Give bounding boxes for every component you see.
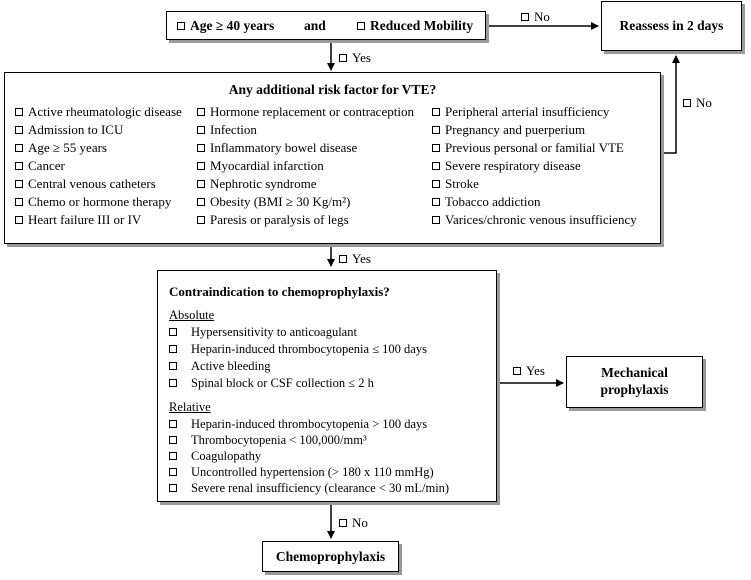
checkbox-icon [432,198,440,206]
yes-label-2: Yes [339,251,371,267]
checkbox-icon [432,126,440,134]
contra-title: Contraindication to chemoprophylaxis? [169,284,390,299]
checkbox-icon [15,108,23,116]
checkbox-icon [15,180,23,188]
checkbox-icon [197,162,205,170]
checkbox-icon [15,162,23,170]
checkbox-icon [169,468,177,476]
mechanical-prophylaxis-box: Mechanical prophylaxis [566,356,703,408]
risk-item: Admission to ICU [15,122,123,138]
risk-item: Hormone replacement or contraception [197,104,414,120]
risk-item: Central venous catheters [15,176,156,192]
no-label-bottom: No [339,515,368,531]
mechanical-line1: Mechanical [601,365,668,380]
chemoprophylaxis-box: Chemoprophylaxis [262,541,399,572]
checkbox-icon [169,379,177,387]
risk-item: Stroke [432,176,479,192]
checkbox-icon [197,108,205,116]
checkbox-icon [432,144,440,152]
checkbox-icon [169,436,177,444]
risk-item: Nephrotic syndrome [197,176,317,192]
yes-label-3: Yes [513,363,545,379]
checkbox-icon [197,144,205,152]
risk-item: Tobacco addiction [432,194,540,210]
contraindication-box: Contraindication to chemoprophylaxis? Ab… [157,270,497,502]
checkbox-icon [339,519,347,527]
checkbox-icon [169,452,177,460]
checkbox-icon [15,216,23,224]
checkbox-icon [521,13,529,21]
relative-heading: Relative [169,400,211,414]
checkbox-icon [432,216,440,224]
checkbox-icon [15,144,23,152]
risk-factor-box: Any additional risk factor for VTE? Acti… [4,72,661,244]
checkbox-icon [15,126,23,134]
risk-item: Myocardial infarction [197,158,324,174]
yes-label-1: Yes [339,50,371,66]
risk-item: Infection [197,122,257,138]
entry-criteria-box: Age ≥ 40 years and Reduced Mobility [166,11,486,40]
risk-item: Paresis or paralysis of legs [197,212,349,228]
risk-title: Any additional risk factor for VTE? [228,82,437,97]
risk-item: Severe respiratory disease [432,158,581,174]
absolute-item: Heparin-induced thrombocytopenia ≤ 100 d… [169,342,427,357]
relative-item: Uncontrolled hypertension (> 180 x 110 m… [169,465,434,480]
risk-item: Pregnancy and puerperium [432,122,585,138]
risk-item: Previous personal or familial VTE [432,140,624,156]
risk-item: Varices/chronic venous insufficiency [432,212,637,228]
no-label-right: No [683,95,712,111]
checkbox-icon [169,345,177,353]
risk-item: Heart failure III or IV [15,212,141,228]
checkbox-icon [177,22,185,30]
checkbox-icon [197,198,205,206]
risk-item: Active rheumatologic disease [15,104,182,120]
and-connector: and [304,18,326,33]
absolute-item: Active bleeding [169,359,271,374]
absolute-item: Spinal block or CSF collection ≤ 2 h [169,376,374,391]
mechanical-line2: prophylaxis [600,382,669,397]
absolute-item: Hypersensitivity to anticoagulant [169,325,357,340]
relative-item: Severe renal insufficiency (clearance < … [169,481,449,496]
risk-item: Inflammatory bowel disease [197,140,357,156]
checkbox-icon [513,367,521,375]
chemoprophylaxis-label: Chemoprophylaxis [275,549,386,564]
checkbox-icon [197,216,205,224]
checkbox-icon [357,22,365,30]
checkbox-icon [432,180,440,188]
reassess-label: Reassess in 2 days [619,18,724,33]
mobility-criterion: Reduced Mobility [357,18,473,34]
checkbox-icon [197,126,205,134]
checkbox-icon [432,162,440,170]
checkbox-icon [169,484,177,492]
risk-item: Age ≥ 55 years [15,140,107,156]
arrow-no-risk-to-reassess [662,55,680,154]
checkbox-icon [169,328,177,336]
checkbox-icon [15,198,23,206]
no-label-top: No [521,9,550,25]
relative-item: Thrombocytopenia < 100,000/mm³ [169,433,367,448]
relative-item: Heparin-induced thrombocytopenia > 100 d… [169,417,427,432]
risk-item: Cancer [15,158,65,174]
checkbox-icon [169,420,177,428]
risk-item: Obesity (BMI ≥ 30 Kg/m²) [197,194,350,210]
relative-item: Coagulopathy [169,449,261,464]
checkbox-icon [683,99,691,107]
risk-item: Peripheral arterial insufficiency [432,104,609,120]
risk-item: Chemo or hormone therapy [15,194,171,210]
absolute-heading: Absolute [169,308,215,322]
checkbox-icon [197,180,205,188]
age-criterion: Age ≥ 40 years [177,18,274,34]
checkbox-icon [432,108,440,116]
checkbox-icon [169,362,177,370]
checkbox-icon [339,255,347,263]
reassess-box: Reassess in 2 days [601,1,742,51]
checkbox-icon [339,54,347,62]
